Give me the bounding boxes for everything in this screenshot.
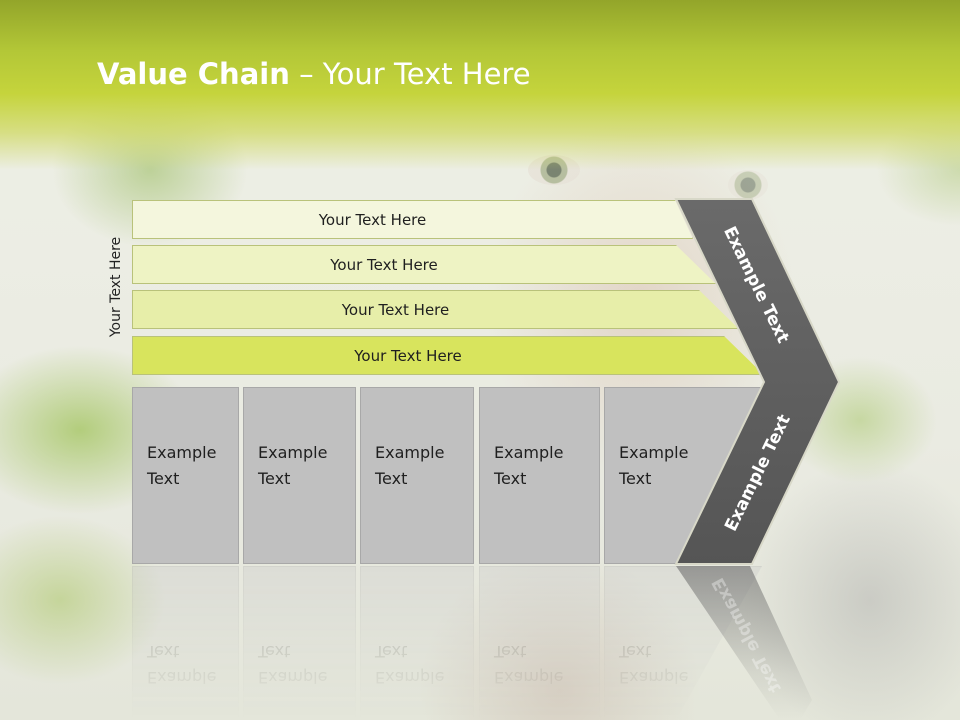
bar-4-label: Your Text Here: [354, 346, 462, 365]
box-3-line-2: Text: [375, 469, 408, 488]
header-band: [0, 0, 960, 170]
side-label[interactable]: Your Text Here: [108, 236, 124, 338]
box-2-line-1: Example: [258, 443, 328, 462]
title-bold-part: Value Chain: [97, 57, 290, 91]
bar-1[interactable]: Your Text Here: [132, 200, 693, 239]
bar-4[interactable]: Your Text Here: [132, 336, 764, 375]
box-2-line-2: Text: [258, 469, 291, 488]
box-4-line-2: Text: [494, 469, 527, 488]
bar-3-label: Your Text Here: [341, 300, 450, 319]
box-1-line-2: Text: [147, 469, 180, 488]
box-5-line-2: Text: [619, 469, 652, 488]
bar-3[interactable]: Your Text Here: [132, 290, 739, 329]
box-4[interactable]: Example Text: [479, 387, 600, 564]
box-1-line-1: Example: [147, 443, 217, 462]
box-3-line-1: Example: [375, 443, 445, 462]
bar-2[interactable]: Your Text Here: [132, 245, 716, 284]
background-eye-right: [728, 170, 768, 200]
box-2[interactable]: Example Text: [243, 387, 356, 564]
title-rest-part: – Your Text Here: [289, 57, 531, 91]
box-1[interactable]: Example Text: [132, 387, 239, 564]
box-4-line-1: Example: [494, 443, 564, 462]
slide-title[interactable]: Value Chain – Your Text Here: [97, 52, 531, 96]
box-5-line-1: Example: [619, 443, 689, 462]
bar-1-label: Your Text Here: [318, 210, 427, 229]
bar-2-label: Your Text Here: [330, 255, 438, 274]
box-3[interactable]: Example Text: [360, 387, 474, 564]
